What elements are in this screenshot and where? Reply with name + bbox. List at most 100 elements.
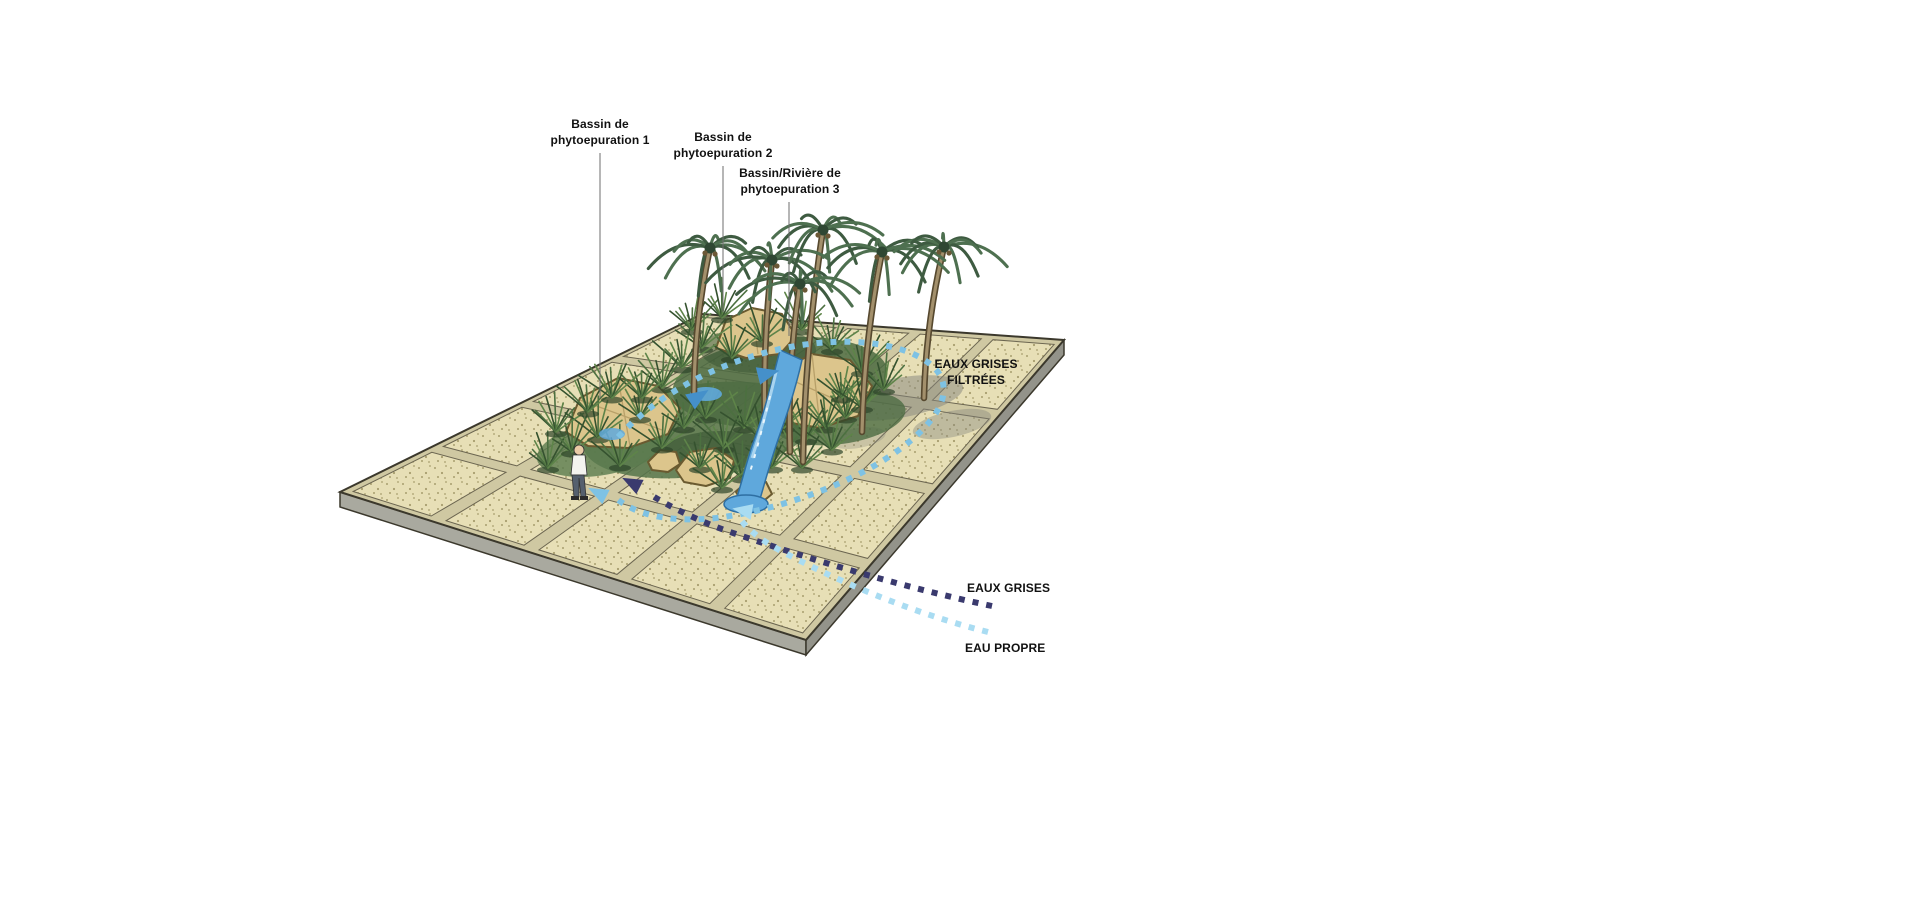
- reed-base: [671, 366, 693, 374]
- palm-crown: [766, 254, 778, 266]
- reed: [661, 356, 685, 389]
- reed: [681, 343, 718, 369]
- reed-base: [601, 396, 623, 404]
- reed: [692, 467, 723, 489]
- reed-base: [733, 426, 755, 434]
- reed: [720, 399, 745, 429]
- reed-base: [711, 486, 733, 494]
- reed: [731, 336, 757, 359]
- coconut: [874, 254, 880, 260]
- arrow-flow-upper: [755, 367, 780, 385]
- reed: [770, 308, 803, 331]
- reed: [830, 350, 863, 373]
- reed: [748, 301, 763, 343]
- reed: [699, 437, 713, 469]
- reed: [658, 400, 685, 429]
- reed-base: [873, 388, 895, 396]
- reed-base: [537, 466, 559, 474]
- reed: [771, 435, 798, 469]
- reed: [661, 373, 684, 389]
- flow-grey-water-in: [646, 490, 993, 609]
- reed: [631, 426, 663, 449]
- reed: [731, 326, 746, 359]
- reed-base: [689, 466, 711, 474]
- label-filtrees-line1: EAUX GRISES: [934, 357, 1018, 371]
- stream-highlight: [750, 371, 778, 459]
- label-bassin-2: Bassin de phytoepuration 2: [674, 130, 773, 161]
- arrow-flow-mid: [685, 390, 709, 410]
- palm-crown: [938, 241, 950, 253]
- stream-sparkle: [749, 395, 771, 473]
- reed-base: [651, 386, 673, 394]
- platform-tile: [537, 499, 684, 575]
- platform-tile: [862, 408, 991, 485]
- reed: [723, 433, 744, 449]
- label-bassin-1-line2: phytoepuration 1: [550, 132, 650, 147]
- palm-crown: [704, 242, 716, 254]
- palm-frond: [821, 243, 884, 259]
- shadow-blob: [912, 408, 992, 440]
- flow-filtered-loop: [614, 338, 947, 523]
- coconut: [815, 232, 821, 238]
- person-legs: [571, 474, 587, 498]
- reed-base: [711, 316, 733, 324]
- reed: [641, 364, 668, 399]
- label-bassin-1: Bassin de phytoepuration 1: [551, 117, 650, 148]
- reed: [619, 450, 638, 467]
- coconut: [946, 250, 952, 256]
- coconut: [764, 262, 770, 268]
- reed: [721, 296, 753, 319]
- palm-crown: [794, 278, 806, 290]
- arrow-grey-water: [622, 477, 644, 495]
- coconut: [825, 233, 831, 239]
- reed: [637, 359, 663, 389]
- palm-frond: [735, 276, 802, 296]
- platform-tile: [444, 475, 596, 546]
- coconut: [936, 249, 942, 255]
- reed: [845, 382, 862, 419]
- reed: [701, 324, 733, 349]
- palm-fronds: [646, 213, 1009, 332]
- platform-tile: [931, 339, 1056, 410]
- coconut: [702, 250, 708, 256]
- water-flows: [588, 338, 993, 635]
- person-shirt: [570, 454, 588, 476]
- leader-lines: [599, 153, 790, 398]
- reed: [705, 391, 739, 419]
- reed: [809, 400, 827, 429]
- label-eaux-grises-filtrees: EAUX GRISES FILTRÉES: [934, 357, 1017, 388]
- person-shoe: [580, 496, 588, 500]
- arrow-clean-water: [732, 504, 754, 520]
- reed: [831, 433, 854, 451]
- label-eau-propre-text: EAU PROPRE: [965, 641, 1046, 655]
- label-bassin-2-line1: Bassin de: [694, 130, 752, 144]
- label-eaux-grises: EAUX GRISES: [967, 581, 1050, 597]
- reed: [682, 402, 685, 429]
- label-bassin-1-line1: Bassin de: [571, 117, 629, 131]
- person-head: [573, 444, 585, 456]
- palm-frond: [798, 276, 862, 295]
- label-bassin-3: Bassin/Rivière de phytoepuration 3: [739, 166, 841, 197]
- reed-base: [835, 416, 857, 424]
- coconut: [712, 251, 718, 257]
- reed-base: [631, 396, 653, 404]
- reed: [611, 363, 627, 399]
- palm-frond: [704, 255, 774, 285]
- label-eau-propre: EAU PROPRE: [965, 641, 1045, 657]
- platform-tile: [351, 451, 508, 517]
- platform-tile: [723, 547, 861, 634]
- reed-base: [545, 430, 567, 438]
- coconut: [802, 287, 808, 293]
- reed: [801, 451, 824, 469]
- palm-crown: [876, 246, 888, 258]
- reed-base: [791, 466, 813, 474]
- reed: [699, 452, 720, 469]
- reed: [640, 370, 643, 399]
- palm-crown: [817, 224, 829, 236]
- reed-base: [629, 416, 651, 424]
- label-filtrees-line2: FILTRÉES: [947, 372, 1005, 387]
- coconut: [884, 255, 890, 261]
- reed-base: [651, 446, 673, 454]
